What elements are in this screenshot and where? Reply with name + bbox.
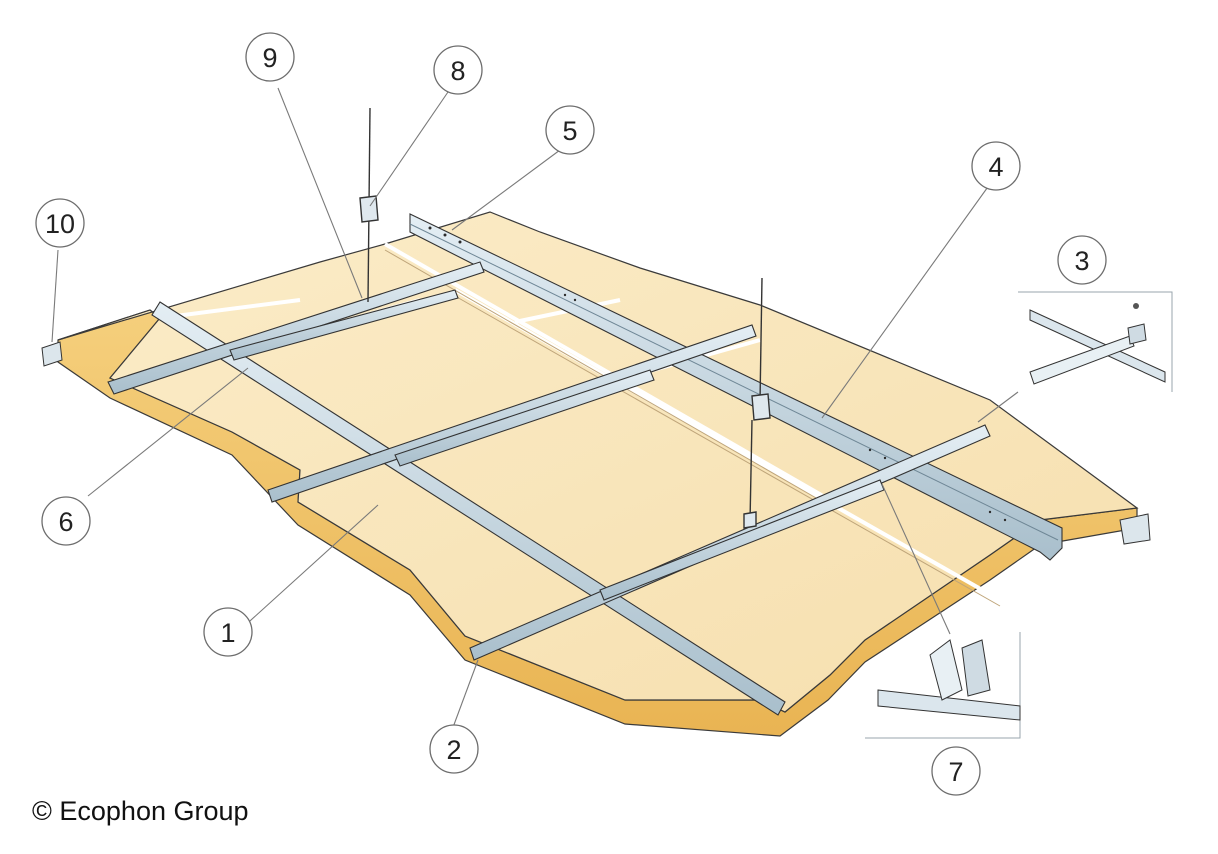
cross-tee-5 [394, 369, 655, 467]
detail-inset-7 [865, 632, 1021, 739]
callout-6: 6 [41, 496, 91, 546]
callout-2: 2 [429, 724, 479, 774]
callout-1-label: 1 [220, 618, 235, 648]
hanger-clip-2 [751, 393, 771, 421]
cross-tee-2 [267, 324, 757, 503]
cross-tee-6 [599, 479, 885, 601]
detail-inset-3 [1018, 291, 1173, 392]
cross-tee-1 [107, 261, 485, 395]
cross-tee-4 [229, 289, 459, 361]
callout-9: 9 [245, 32, 295, 82]
callout-8: 8 [433, 45, 483, 95]
inset-7-tee [961, 639, 991, 697]
callout-7-label: 7 [948, 757, 963, 787]
hangers [359, 107, 771, 529]
hanger-clip-1 [359, 195, 379, 223]
main-runner-front [151, 301, 786, 716]
callout-4-label: 4 [988, 152, 1003, 182]
callout-7: 7 [931, 746, 981, 796]
leader-lines [51, 87, 1019, 731]
callout-10-label: 10 [45, 209, 75, 239]
callout-3: 3 [1057, 235, 1107, 285]
hanger-rod-3 [749, 419, 753, 523]
hanger-rod-2 [759, 277, 763, 403]
callout-3-label: 3 [1074, 246, 1089, 276]
grid-system [41, 213, 1151, 716]
callout-6-label: 6 [58, 507, 73, 537]
callout-5: 5 [545, 105, 595, 155]
hanger-hook [743, 511, 757, 529]
inset-7-clip [929, 639, 963, 701]
callout-10: 10 [35, 198, 85, 248]
inset-3-tee [1029, 335, 1135, 385]
callout-5-label: 5 [562, 116, 577, 146]
copyright-notice: © Ecophon Group [32, 796, 249, 826]
inset-7-runner [877, 689, 1021, 721]
wall-angle-left [41, 341, 63, 367]
inset-3-bracket [1127, 323, 1147, 345]
tile-top-face [57, 211, 1139, 713]
callout-9-label: 9 [262, 43, 277, 73]
wall-angle-right [1119, 513, 1151, 545]
callout-1: 1 [203, 607, 253, 657]
callout-2-label: 2 [446, 735, 461, 765]
callout-4: 4 [971, 141, 1021, 191]
callout-8-label: 8 [450, 56, 465, 86]
